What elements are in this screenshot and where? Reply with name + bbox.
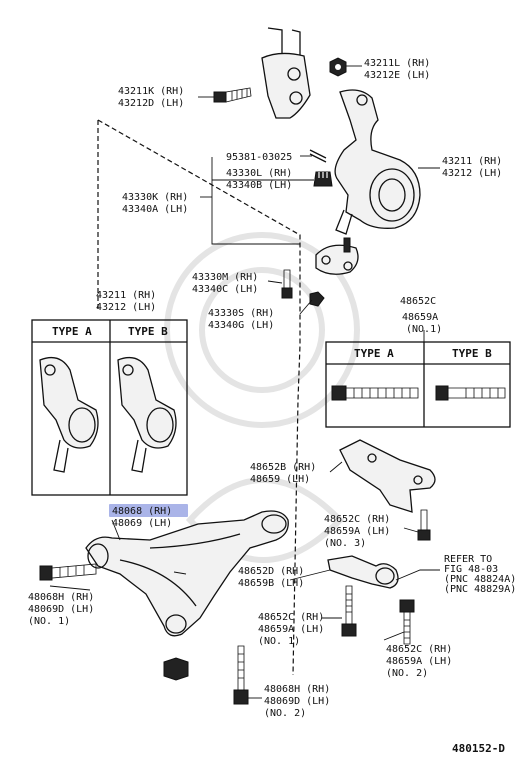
callout-refer-line2: FIG 48-03 bbox=[444, 564, 498, 575]
callout-48068h-no1: 48068H (RH) 48069D (LH) (NO. 1) bbox=[28, 592, 94, 627]
ball-joint bbox=[315, 237, 359, 275]
callout-48068h-no2-line3: (NO. 2) bbox=[264, 708, 306, 719]
callout-43330s-line2: 43340G (LH) bbox=[208, 320, 274, 331]
type-a-label-left: TYPE A bbox=[52, 325, 92, 338]
bracket-48652d bbox=[327, 555, 399, 589]
callout-48652c-no1-line3: (NO. 1) bbox=[258, 636, 300, 647]
callout-48652d: 48652D (RH) 48659B (LH) bbox=[238, 566, 304, 589]
highlight-48068 bbox=[109, 504, 188, 517]
type-a-label-right: TYPE A bbox=[354, 347, 394, 360]
callout-48068h-no1-line3: (NO. 1) bbox=[28, 616, 70, 627]
bolt-43330m bbox=[281, 269, 293, 299]
bolt-48652c-no3 bbox=[417, 509, 431, 541]
callout-43211: 43211 (RH) 43212 (LH) bbox=[442, 156, 502, 179]
bolt-48652c-no2 bbox=[399, 599, 415, 645]
callout-48652c-no3-line1: 48652C (RH) bbox=[324, 514, 390, 525]
bolt-48068h-no1 bbox=[39, 563, 97, 581]
callout-43211l-line1: 43211L (RH) bbox=[364, 58, 430, 69]
callout-48652c-no3-line3: (NO. 3) bbox=[324, 538, 366, 549]
callout-43211k-line2: 43212D (LH) bbox=[118, 98, 184, 109]
callout-95381-line1: 95381-03025 bbox=[226, 152, 292, 163]
bolt-48652c-no1 bbox=[341, 585, 357, 637]
callout-43330m-line2: 43340C (LH) bbox=[192, 284, 258, 295]
callout-48652c-no2-line1: 48652C (RH) bbox=[386, 644, 452, 655]
callout-48652c-no1: 48652C (RH) 48659A (LH) (NO. 1) bbox=[258, 612, 324, 647]
callout-48652b-line2: 48659 (LH) bbox=[250, 474, 310, 485]
callout-43211k: 43211K (RH) 43212D (LH) bbox=[118, 86, 184, 109]
callout-43211k-line1: 43211K (RH) bbox=[118, 86, 184, 97]
callout-43330l-line1: 43330L (RH) bbox=[226, 168, 292, 179]
dashed-assembly-lines bbox=[97, 119, 301, 676]
callout-48652c-no2: 48652C (RH) 48659A (LH) (NO. 2) bbox=[386, 644, 452, 679]
cotter-pin bbox=[309, 149, 327, 163]
callout-48652c-no2-line2: 48659A (LH) bbox=[386, 656, 452, 667]
callout-48068: 48068 (RH) 48069 (LH) bbox=[112, 506, 172, 529]
bolt-43211k bbox=[213, 87, 252, 103]
callout-48068-line1: 48068 (RH) bbox=[112, 506, 172, 517]
callout-refer: REFER TO FIG 48-03 (PNC 48824A) (PNC 488… bbox=[444, 554, 516, 595]
castle-nut-43330l bbox=[313, 171, 333, 187]
callout-48652c-top-line1: 48652C bbox=[400, 296, 436, 307]
callout-refer-line1: REFER TO bbox=[444, 554, 492, 565]
lower-control-arm bbox=[85, 510, 289, 637]
callout-48652c-no2-line3: (NO. 2) bbox=[386, 668, 428, 679]
callout-43330s: 43330S (RH) 43340G (LH) bbox=[208, 308, 274, 331]
callout-43330k-line1: 43330K (RH) bbox=[122, 192, 188, 203]
callout-43330l-line2: 43340B (LH) bbox=[226, 180, 292, 191]
callout-43330s-line1: 43330S (RH) bbox=[208, 308, 274, 319]
callout-48652d-line2: 48659B (LH) bbox=[238, 578, 304, 589]
callout-43211-line1: 43211 (RH) bbox=[442, 156, 502, 167]
strut-assembly bbox=[261, 27, 311, 119]
type-box-right: TYPE A TYPE B bbox=[325, 341, 511, 428]
bracket-48652b bbox=[339, 439, 436, 513]
callout-43211l: 43211L (RH) 43212E (LH) bbox=[364, 58, 430, 81]
callout-48652b-line1: 48652B (RH) bbox=[250, 462, 316, 473]
callout-43211b-line1: 43211 (RH) bbox=[96, 290, 156, 301]
callout-refer-line3: (PNC 48824A) bbox=[444, 574, 516, 585]
callout-48652c-no1-line2: 48659A (LH) bbox=[258, 624, 324, 635]
callout-48652c-top: 48652C 48659A (NO.1) bbox=[400, 296, 442, 335]
callout-48652c-no1-line1: 48652C (RH) bbox=[258, 612, 324, 623]
callout-48068h-no2: 48068H (RH) 48069D (LH) (NO. 2) bbox=[264, 684, 330, 719]
type-b-label-right: TYPE B bbox=[452, 347, 492, 360]
callout-48652b: 48652B (RH) 48659 (LH) bbox=[250, 462, 316, 485]
callout-43330m-line1: 43330M (RH) bbox=[192, 272, 258, 283]
steering-knuckle bbox=[334, 89, 421, 235]
type-b-label-left: TYPE B bbox=[128, 325, 168, 338]
callout-43211b-line2: 43212 (LH) bbox=[96, 302, 156, 313]
callout-48652c-no3: 48652C (RH) 48659A (LH) (NO. 3) bbox=[324, 514, 390, 549]
bolt-48068h-no2 bbox=[233, 645, 249, 705]
callout-48068h-no2-line1: 48068H (RH) bbox=[264, 684, 330, 695]
callout-48068h-no1-line1: 48068H (RH) bbox=[28, 592, 94, 603]
callout-43330l: 43330L (RH) 43340B (LH) bbox=[226, 168, 292, 191]
nut-43330s bbox=[309, 291, 325, 307]
callout-48068h-no1-line2: 48069D (LH) bbox=[28, 604, 94, 615]
callout-refer-line4: (PNC 48829A) bbox=[444, 584, 516, 595]
callout-48652c-top-line2: 48659A bbox=[402, 312, 438, 323]
callout-48652c-no3-line2: 48659A (LH) bbox=[324, 526, 390, 537]
nut-43211l bbox=[329, 57, 347, 77]
nut-under-arm bbox=[163, 657, 189, 681]
callout-43330k-line2: 43340A (LH) bbox=[122, 204, 188, 215]
callout-43211-typebox: 43211 (RH) 43212 (LH) bbox=[96, 290, 156, 313]
leader-lines bbox=[49, 65, 440, 699]
type-box-left: TYPE A TYPE B bbox=[31, 319, 188, 496]
callout-48652c-top-line3: (NO.1) bbox=[406, 324, 442, 335]
callout-48068h-no2-line2: 48069D (LH) bbox=[264, 696, 330, 707]
callout-43211l-line2: 43212E (LH) bbox=[364, 70, 430, 81]
figure-id: 480152-D bbox=[452, 742, 505, 755]
callout-43211-line2: 43212 (LH) bbox=[442, 168, 502, 179]
callout-43330m: 43330M (RH) 43340C (LH) bbox=[192, 272, 258, 295]
callout-48652d-line1: 48652D (RH) bbox=[238, 566, 304, 577]
callout-95381: 95381-03025 bbox=[226, 152, 292, 163]
callout-43330k: 43330K (RH) 43340A (LH) bbox=[122, 192, 188, 215]
callout-48068-line2: 48069 (LH) bbox=[112, 518, 172, 529]
